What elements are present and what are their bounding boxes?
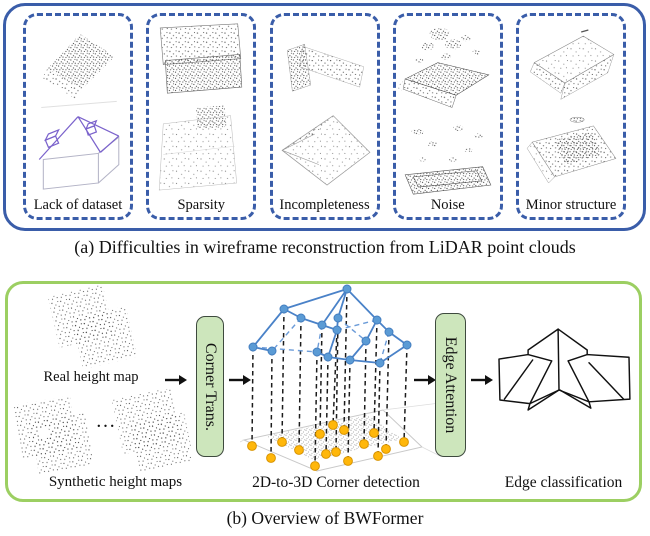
- caption-a: (a) Difficulties in wireframe reconstruc…: [74, 237, 576, 257]
- noise-art: [397, 27, 492, 195]
- synthetic-height-maps-label: Synthetic height maps: [48, 474, 183, 490]
- minor-structure-art: [526, 29, 617, 184]
- edge-classification-label: Edge classification: [504, 474, 623, 491]
- difficulty-label: Sparsity: [177, 197, 226, 213]
- corner-transformer-box: Corner Trans.: [196, 316, 224, 457]
- difficulty-label: Noise: [430, 197, 465, 213]
- ellipsis: …: [95, 410, 117, 432]
- difficulty-box-sparsity: Sparsity: [146, 13, 257, 220]
- incompleteness-art: [281, 43, 370, 186]
- real-height-map-art: [48, 284, 136, 370]
- panel-difficulties: Lack of dataset Sparsity Incompleteness: [3, 3, 646, 231]
- difficulty-label: Lack of dataset: [33, 197, 123, 213]
- difficulty-label: Minor structure: [525, 197, 617, 213]
- real-height-map-label: Real height map: [43, 369, 139, 385]
- difficulty-label: Incompleteness: [279, 197, 370, 213]
- edge-classification-art: [498, 328, 631, 411]
- difficulty-box-noise: Noise: [392, 13, 503, 220]
- corner-detection-art: [240, 284, 440, 472]
- synthetic-height-map-art: [12, 395, 92, 474]
- arrow-right-icon: [471, 375, 493, 385]
- edge-attention-box: Edge Attention: [435, 313, 466, 457]
- arrow-right-icon: [165, 375, 187, 385]
- panel-overview: Real height map … Synthetic height maps …: [5, 281, 642, 502]
- lack-of-dataset-art: [38, 34, 120, 190]
- corner-detection-label: 2D-to-3D Corner detection: [252, 474, 420, 491]
- edge-attention-label: Edge Attention: [442, 336, 460, 434]
- sparsity-art: [159, 23, 243, 191]
- arrow-right-icon: [414, 375, 436, 385]
- arrow-right-icon: [229, 375, 251, 385]
- difficulty-box-minor-structure: Minor structure: [516, 13, 626, 220]
- synthetic-height-map-art: [111, 389, 191, 472]
- caption-b: (b) Overview of BWFormer: [226, 508, 424, 528]
- difficulty-box-incompleteness: Incompleteness: [269, 13, 380, 220]
- corner-transformer-label: Corner Trans.: [202, 342, 220, 431]
- difficulty-box-lack-of-dataset: Lack of dataset: [23, 13, 133, 220]
